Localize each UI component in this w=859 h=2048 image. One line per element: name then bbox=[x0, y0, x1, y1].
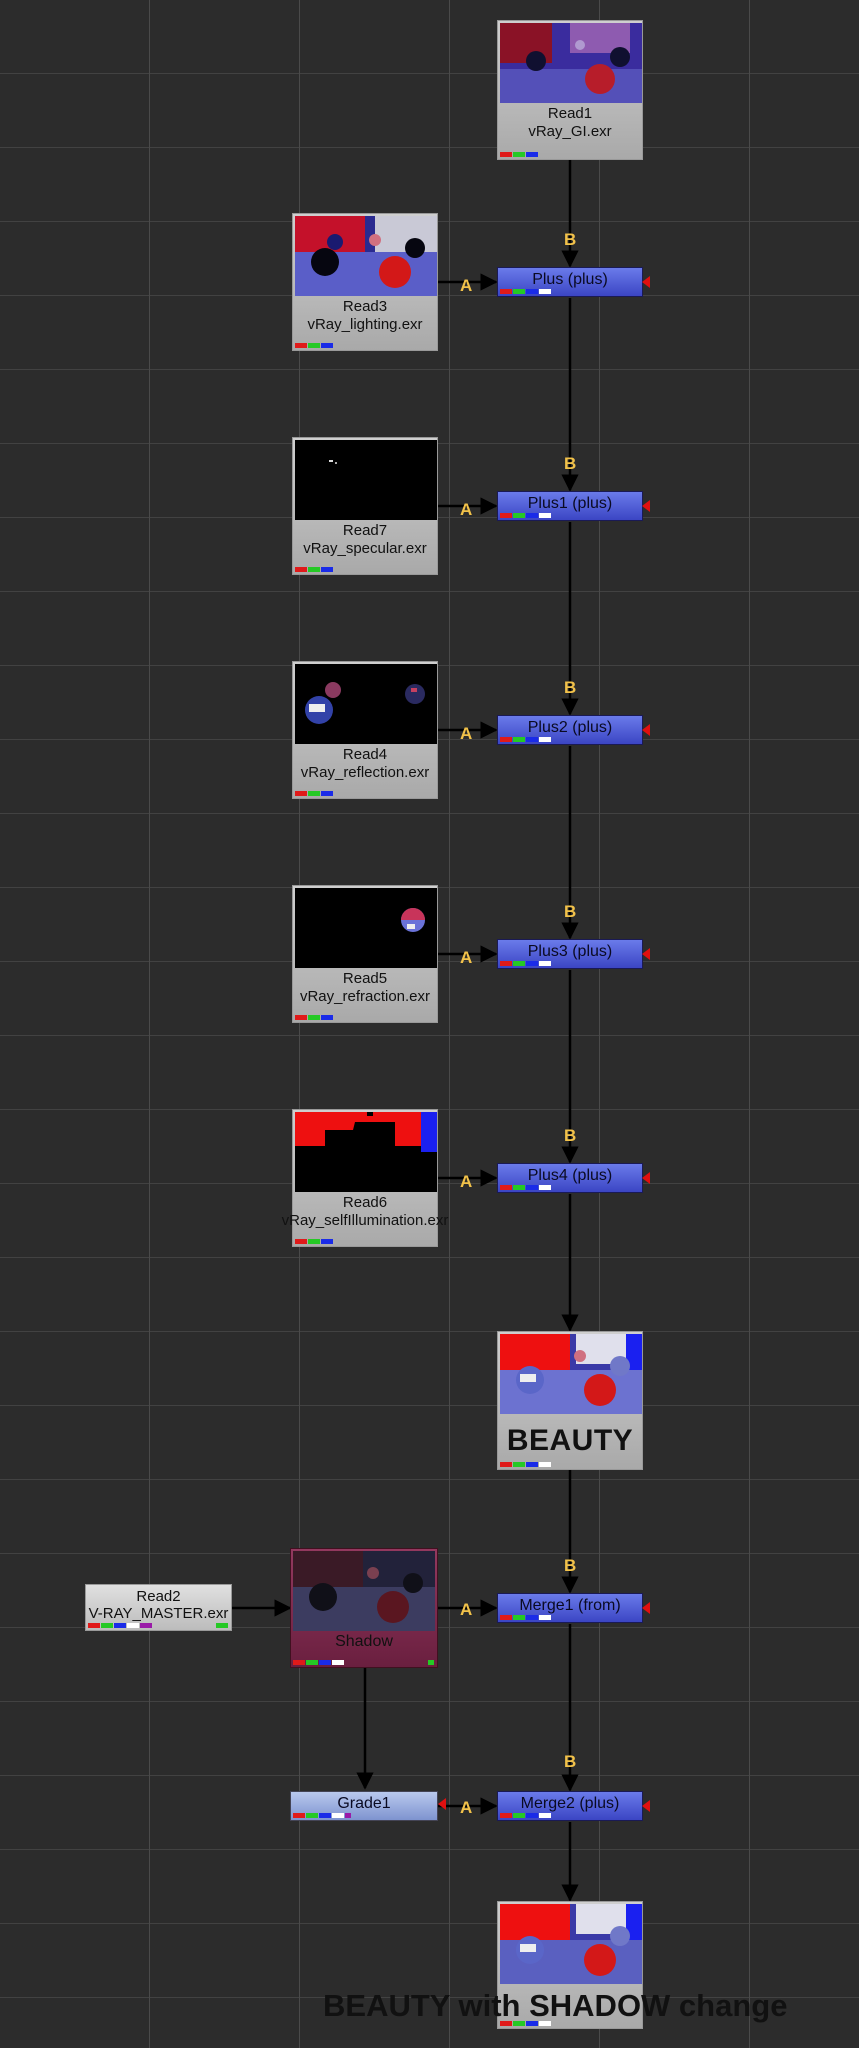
read4-thumbnail bbox=[295, 664, 437, 744]
read7-name: Read7 bbox=[342, 522, 388, 539]
read6-name: Read6 bbox=[342, 1194, 388, 1211]
channel-indicator bbox=[88, 1623, 152, 1628]
channel-indicator bbox=[500, 289, 551, 294]
input-label-a: A bbox=[460, 500, 473, 519]
plus1-node[interactable]: Plus1 (plus) bbox=[497, 491, 650, 521]
read5-thumbnail bbox=[295, 888, 437, 968]
channel-indicator bbox=[500, 2021, 551, 2026]
input-label-b: B bbox=[564, 1126, 577, 1145]
final-node[interactable] bbox=[497, 1901, 643, 2029]
channel-indicator bbox=[500, 961, 551, 966]
input-label-a: A bbox=[460, 1600, 473, 1619]
merge2-label: Merge2 (plus) bbox=[520, 1795, 620, 1812]
merge1-label: Merge1 (from) bbox=[519, 1597, 621, 1614]
read2-name: Read2 bbox=[136, 1588, 181, 1605]
plus1-label: Plus1 (plus) bbox=[527, 495, 613, 512]
channel-indicator bbox=[295, 791, 333, 796]
mask-input-arrow[interactable] bbox=[642, 724, 650, 736]
input-label-b: B bbox=[564, 902, 577, 921]
read3-node[interactable]: Read3 vRay_lighting.exr bbox=[292, 213, 438, 351]
grade1-node[interactable]: Grade1 bbox=[290, 1791, 438, 1821]
plus-label: Plus (plus) bbox=[532, 271, 608, 288]
channel-indicator bbox=[500, 152, 538, 157]
output-dot bbox=[428, 1660, 434, 1665]
read5-filename: vRay_refraction.exr bbox=[299, 988, 431, 1005]
beauty-node[interactable]: BEAUTY bbox=[497, 1331, 643, 1470]
plus3-node[interactable]: Plus3 (plus) bbox=[497, 939, 650, 969]
read4-name: Read4 bbox=[342, 746, 388, 763]
read3-thumbnail bbox=[295, 216, 437, 296]
read7-node[interactable]: Read7 vRay_specular.exr bbox=[292, 437, 438, 575]
plus4-label: Plus4 (plus) bbox=[527, 1167, 613, 1184]
channel-indicator bbox=[500, 737, 551, 742]
mask-input-arrow[interactable] bbox=[642, 276, 650, 288]
read3-name: Read3 bbox=[342, 298, 388, 315]
merge2-node[interactable]: Merge2 (plus) bbox=[497, 1791, 650, 1821]
channel-indicator bbox=[500, 513, 551, 518]
read7-thumbnail bbox=[295, 440, 437, 520]
final-thumbnail bbox=[500, 1904, 642, 1984]
merge1-node[interactable]: Merge1 (from) bbox=[497, 1593, 650, 1623]
read5-name: Read5 bbox=[342, 970, 388, 987]
read4-filename: vRay_reflection.exr bbox=[300, 764, 430, 781]
plus4-node[interactable]: Plus4 (plus) bbox=[497, 1163, 650, 1193]
mask-input-arrow[interactable] bbox=[438, 1798, 446, 1810]
channel-indicator bbox=[295, 567, 333, 572]
mask-input-arrow[interactable] bbox=[642, 1800, 650, 1812]
shadow-thumbnail bbox=[293, 1551, 435, 1631]
mask-input-arrow[interactable] bbox=[642, 1172, 650, 1184]
input-label-b: B bbox=[564, 454, 577, 473]
channel-indicator bbox=[295, 1239, 333, 1244]
plus3-label: Plus3 (plus) bbox=[527, 943, 613, 960]
channel-indicator bbox=[500, 1462, 551, 1467]
read6-filename: vRay_selfIllumination.exr bbox=[281, 1212, 449, 1229]
beauty-label: BEAUTY bbox=[506, 1424, 634, 1457]
read5-node[interactable]: Read5 vRay_refraction.exr bbox=[292, 885, 438, 1023]
input-label-b: B bbox=[564, 1752, 577, 1771]
input-label-b: B bbox=[564, 678, 577, 697]
read7-filename: vRay_specular.exr bbox=[303, 540, 427, 557]
input-label-b: B bbox=[564, 230, 577, 249]
read1-node[interactable]: Read1 vRay_GI.exr bbox=[497, 20, 643, 160]
mask-input-arrow[interactable] bbox=[642, 948, 650, 960]
read3-filename: vRay_lighting.exr bbox=[307, 316, 423, 333]
shadow-label: Shadow bbox=[335, 1633, 393, 1650]
input-label-a: A bbox=[460, 948, 473, 967]
final-caption: BEAUTY with SHADOW change bbox=[323, 1988, 788, 2023]
beauty-thumbnail bbox=[500, 1334, 642, 1414]
channel-indicator bbox=[295, 1015, 333, 1020]
read4-node[interactable]: Read4 vRay_reflection.exr bbox=[292, 661, 438, 799]
input-label-a: A bbox=[460, 1798, 473, 1817]
channel-indicator bbox=[293, 1813, 351, 1818]
read6-node[interactable]: Read6 vRay_selfIllumination.exr bbox=[282, 1109, 448, 1247]
input-label-a: A bbox=[460, 276, 473, 295]
channel-indicator bbox=[500, 1615, 551, 1620]
channel-indicator bbox=[500, 1813, 551, 1818]
output-dot bbox=[216, 1623, 228, 1628]
channel-indicator bbox=[293, 1660, 344, 1665]
input-label-a: A bbox=[460, 724, 473, 743]
plus-node[interactable]: Plus (plus) bbox=[497, 267, 650, 297]
read2-node[interactable]: Read2 V-RAY_MASTER.exr bbox=[85, 1584, 232, 1631]
read1-name: Read1 bbox=[547, 105, 593, 122]
shadow-node[interactable]: Shadow bbox=[290, 1548, 438, 1668]
read2-filename: V-RAY_MASTER.exr bbox=[88, 1605, 229, 1622]
channel-indicator bbox=[295, 343, 333, 348]
plus2-label: Plus2 (plus) bbox=[527, 719, 613, 736]
channel-indicator bbox=[500, 1185, 551, 1190]
plus2-node[interactable]: Plus2 (plus) bbox=[497, 715, 650, 745]
grade1-label: Grade1 bbox=[337, 1795, 391, 1812]
mask-input-arrow[interactable] bbox=[642, 500, 650, 512]
read1-thumbnail bbox=[500, 23, 642, 103]
read1-filename: vRay_GI.exr bbox=[528, 123, 612, 140]
input-label-a: A bbox=[460, 1172, 473, 1191]
read6-thumbnail bbox=[295, 1112, 437, 1192]
input-label-b: B bbox=[564, 1556, 577, 1575]
mask-input-arrow[interactable] bbox=[642, 1602, 650, 1614]
